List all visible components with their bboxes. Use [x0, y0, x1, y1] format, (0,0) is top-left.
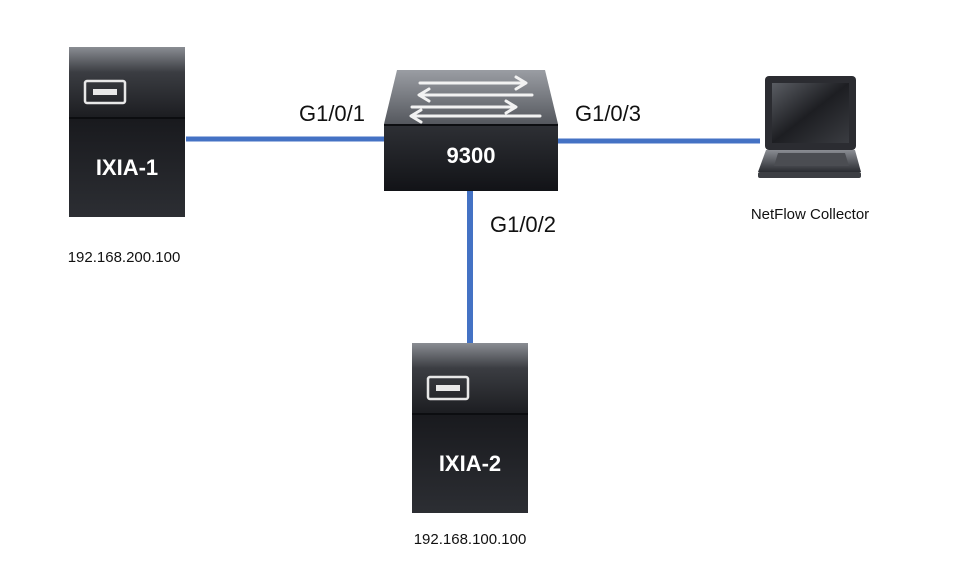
ixia2-ip: 192.168.100.100	[414, 531, 527, 548]
ixia2-name: IXIA-2	[439, 451, 501, 476]
ixia1-name: IXIA-1	[96, 155, 158, 180]
ixia2-server-icon: IXIA-2	[412, 343, 528, 513]
port-label-g1-0-3: G1/0/3	[575, 101, 641, 126]
ixia1-ip: 192.168.200.100	[68, 249, 181, 266]
switch-name: 9300	[447, 143, 496, 168]
port-label-g1-0-2: G1/0/2	[490, 212, 556, 237]
switch-icon: 9300	[384, 70, 558, 191]
collector-name: NetFlow Collector	[751, 206, 869, 223]
port-label-g1-0-1: G1/0/1	[299, 101, 365, 126]
ixia1-server-icon: IXIA-1	[69, 47, 185, 217]
collector-laptop-icon	[758, 76, 861, 178]
